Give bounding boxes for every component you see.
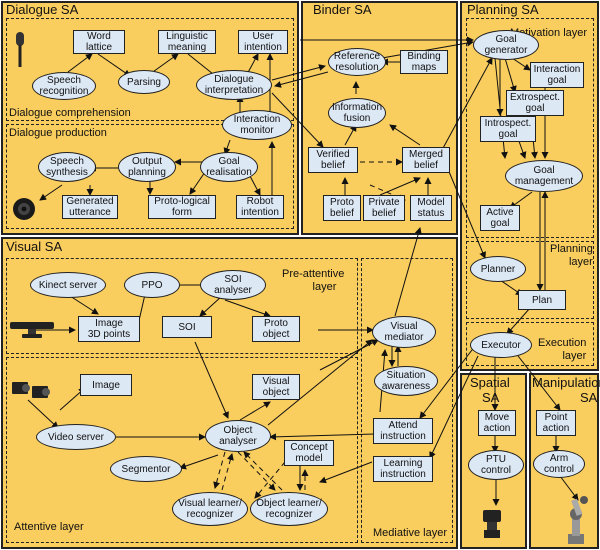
generated-utterance-node[interactable]: Generated utterance [62, 195, 118, 219]
situation-awareness-node[interactable]: Situation awareness [374, 366, 438, 396]
pan-tilt-unit-icon [483, 510, 501, 538]
move-action-node[interactable]: Move action [478, 410, 516, 436]
dialogue-interpretation-node[interactable]: Dialogue interpretation [196, 70, 272, 100]
execution-layer-label: Execution layer [538, 337, 587, 362]
segmentor-node[interactable]: Segmentor [110, 456, 182, 482]
spatial-sa-title-1: Spatial [470, 375, 510, 390]
binding-maps-node[interactable]: Binding maps [400, 50, 448, 74]
image-node[interactable]: Image [80, 374, 132, 396]
parsing-node[interactable]: Parsing [118, 70, 170, 94]
binder-sa-title: Binder SA [313, 2, 372, 17]
visual-object-node[interactable]: Visual object [252, 374, 300, 400]
learning-instruction-node[interactable]: Learning instruction [373, 456, 433, 482]
verified-belief-node[interactable]: Verified belief [308, 147, 358, 173]
mediative-layer-label: Mediative layer [373, 527, 447, 539]
proto-object-node[interactable]: Proto object [252, 316, 300, 342]
merged-belief-node[interactable]: Merged belief [402, 147, 450, 173]
kinect-icon [10, 322, 54, 338]
mediative-layer-box [361, 258, 453, 543]
speech-synthesis-node[interactable]: Speech synthesis [38, 152, 96, 182]
visual-learner-recognizer-node[interactable]: Visual learner/ recognizer [172, 492, 248, 526]
linguistic-meaning-node[interactable]: Linguistic meaning [158, 30, 216, 54]
dialogue-production-layer [6, 124, 294, 229]
goal-management-node[interactable]: Goal management [505, 160, 583, 192]
word-lattice-node[interactable]: Word lattice [73, 30, 125, 54]
attentive-layer-box [6, 357, 358, 543]
object-analyser-node[interactable]: Object analyser [205, 420, 271, 452]
proto-belief-node[interactable]: Proto belief [323, 195, 361, 221]
robot-intention-node[interactable]: Robot intention [236, 195, 284, 219]
robot-arm-icon [568, 496, 588, 544]
soi-analyser-node[interactable]: SOI analyser [200, 270, 266, 300]
planning-layer-label: Planning layer [550, 243, 593, 268]
soi-node[interactable]: SOI [162, 316, 212, 338]
ptu-control-node[interactable]: PTU control [468, 450, 524, 480]
microphone-icon [16, 32, 24, 67]
visual-mediator-node[interactable]: Visual mediator [372, 316, 436, 348]
dialogue-sa-title: Dialogue SA [6, 2, 79, 17]
speech-recognition-node[interactable]: Speech recognition [32, 72, 96, 100]
video-server-node[interactable]: Video server [36, 424, 116, 450]
manipulation-sa-title: Manipulation [532, 375, 600, 390]
planning-sa-title: Planning SA [467, 2, 539, 17]
goal-generator-node[interactable]: Goal generator [473, 30, 539, 60]
goal-realisation-node[interactable]: Goal realisation [200, 152, 258, 182]
reference-resolution-node[interactable]: Reference resolution [328, 48, 386, 76]
arm-control-node[interactable]: Arm control [533, 450, 585, 478]
motivation-layer-box [466, 18, 594, 238]
model-status-node[interactable]: Model status [410, 195, 452, 221]
output-planning-node[interactable]: Output planning [118, 152, 176, 182]
introspect-goal-node[interactable]: Introspect. goal [480, 116, 536, 142]
ppo-node[interactable]: PPO [124, 272, 180, 298]
information-fusion-node[interactable]: Information fusion [328, 98, 386, 128]
dialogue-comprehension-label: Dialogue comprehension [9, 107, 131, 119]
plan-node[interactable]: Plan [518, 290, 566, 310]
concept-model-node[interactable]: Concept model [284, 440, 334, 466]
active-goal-node[interactable]: Active goal [480, 205, 520, 231]
image-3d-points-node[interactable]: Image 3D points [78, 316, 140, 342]
pre-attentive-layer-box [6, 258, 358, 354]
visual-sa-title: Visual SA [6, 239, 63, 254]
attentive-layer-label: Attentive layer [14, 521, 84, 533]
attend-instruction-node[interactable]: Attend instruction [373, 418, 433, 444]
manipulation-sa-title-2: SA [580, 390, 598, 405]
user-intention-node[interactable]: User intention [238, 30, 288, 54]
execution-layer-box [466, 322, 594, 366]
interaction-monitor-node[interactable]: Interaction monitor [222, 110, 292, 140]
speaker-icon [13, 198, 35, 220]
object-learner-recognizer-node[interactable]: Object learner/ recognizer [250, 492, 328, 526]
planning-layer-box [466, 241, 594, 319]
cameras-icon [12, 382, 50, 398]
executor-node[interactable]: Executor [470, 332, 532, 358]
pre-attentive-layer-label: Pre-attentive layer [282, 268, 345, 293]
extrospect-goal-node[interactable]: Extrospect. goal [506, 90, 564, 116]
proto-logical-form-node[interactable]: Proto-logical form [148, 195, 216, 219]
kinect-server-node[interactable]: Kinect server [30, 272, 106, 298]
private-belief-node[interactable]: Private belief [363, 195, 405, 221]
dialogue-production-label: Dialogue production [9, 127, 107, 139]
planner-node[interactable]: Planner [470, 256, 526, 282]
interaction-goal-node[interactable]: Interaction goal [530, 62, 584, 88]
point-action-node[interactable]: Point action [536, 410, 576, 436]
dialogue-comprehension-layer [6, 18, 294, 121]
